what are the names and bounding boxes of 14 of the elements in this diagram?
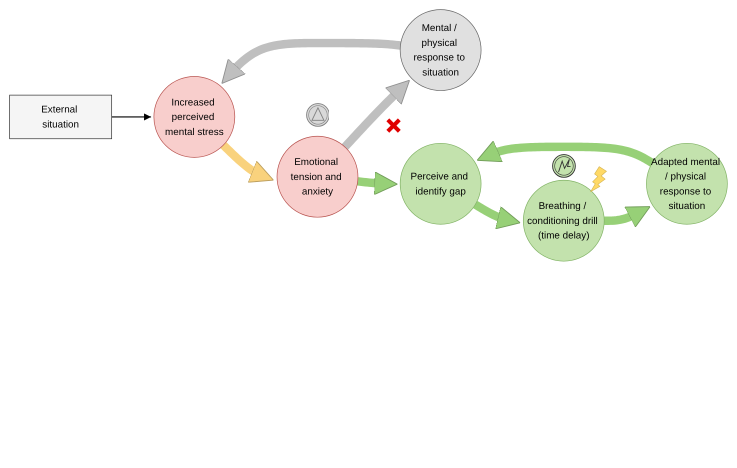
arrow [221,38,403,84]
node-box: External situation [9,94,112,140]
node-circle: Emotional tension and anxiety [276,136,358,218]
arrow [220,142,274,183]
node-circle: Adapted mental / physical response to situation [646,142,728,225]
arrow [602,206,651,228]
arrow [342,80,410,150]
node-circle: Perceive and identify gap [400,142,482,225]
arrow [112,113,152,120]
arrow [472,200,521,230]
arrow [476,140,655,167]
node-circle: Increased perceived mental stress [154,76,236,158]
node-circle: Mental / physical response to situation [400,9,482,91]
node-circle: Breathing / conditioning drill (time delay) [522,180,605,262]
